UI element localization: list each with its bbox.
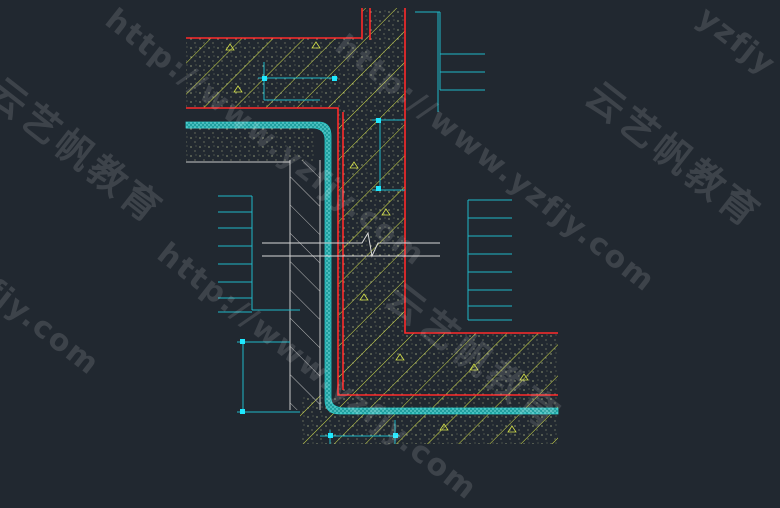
wall-outline <box>186 8 558 396</box>
ground-strip <box>186 127 314 163</box>
bottom-slab <box>300 395 558 444</box>
cad-drawing <box>185 8 559 444</box>
top-slab <box>186 8 405 108</box>
waterproof-membrane <box>185 121 559 415</box>
main-wall <box>338 108 558 395</box>
protective-wall <box>289 160 321 410</box>
concrete-triangles <box>225 41 529 433</box>
break-line <box>262 231 440 258</box>
leader-ladder-left <box>218 195 300 313</box>
dimension-ticks <box>240 76 398 438</box>
leader-ladder-top-right <box>439 12 485 91</box>
dimension-lines <box>237 11 440 444</box>
leader-ladder-right <box>467 199 512 321</box>
